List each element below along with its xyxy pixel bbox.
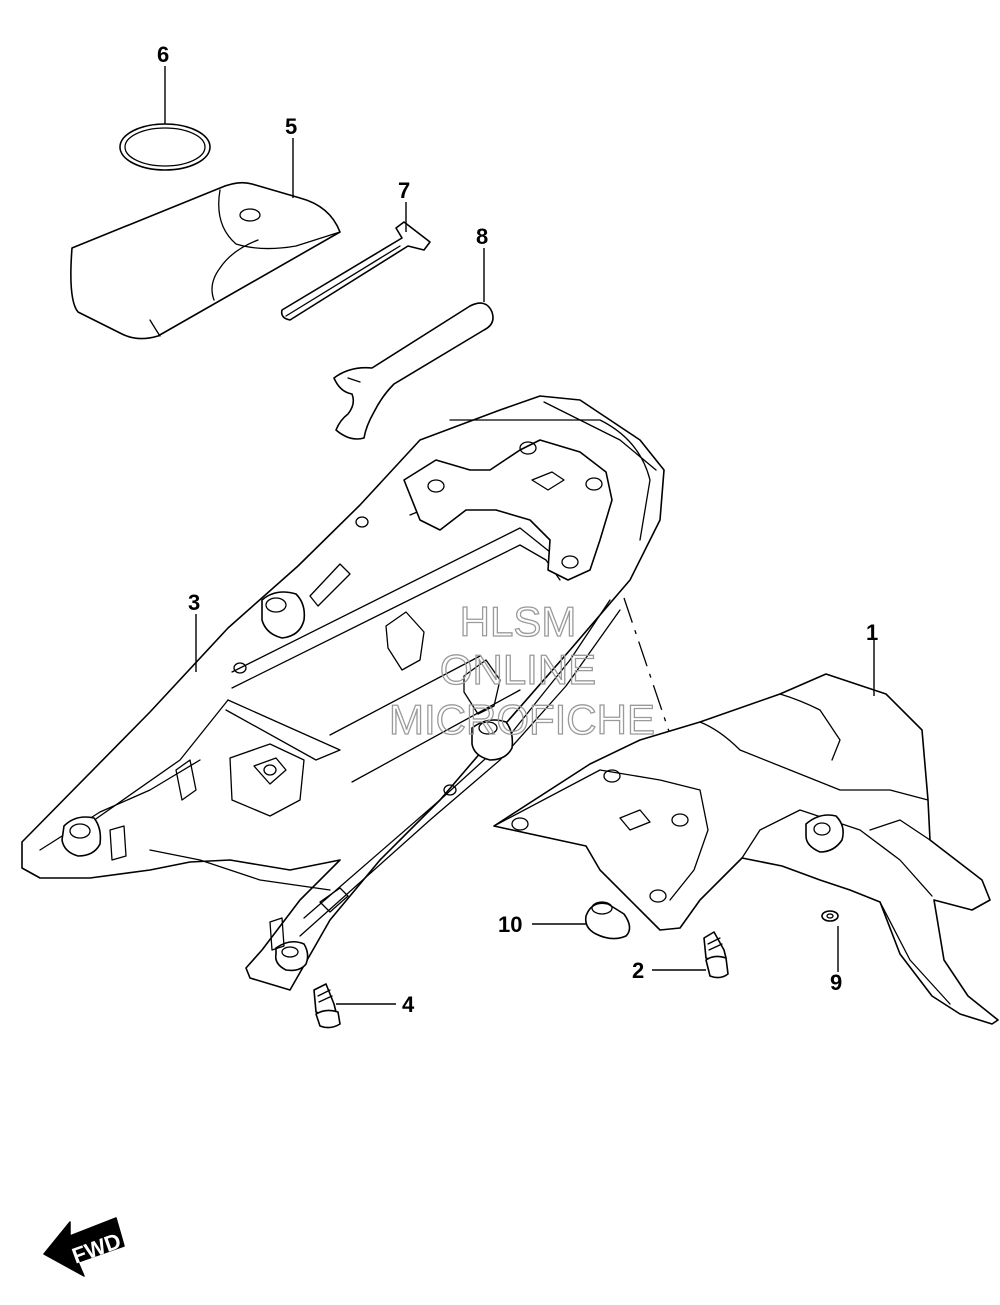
watermark-line-2: ONLINE xyxy=(440,646,596,693)
part-9-washer xyxy=(821,910,839,922)
callout-3: 3 xyxy=(188,590,200,615)
watermark: HLSM ONLINE MICROFICHE xyxy=(388,597,655,743)
part-2-bolt xyxy=(703,931,729,979)
part-6-o-ring xyxy=(119,123,211,171)
callout-6: 6 xyxy=(157,42,169,67)
part-10-clip xyxy=(584,901,631,940)
callouts: 6 5 7 8 3 1 10 2 9 4 xyxy=(157,42,878,1017)
part-8-spanner xyxy=(333,302,494,440)
watermark-line-1: HLSM xyxy=(460,598,577,645)
watermark-line-3: MICROFICHE xyxy=(389,696,655,743)
callout-8: 8 xyxy=(476,224,488,249)
part-1-rear-fender xyxy=(493,673,999,1025)
callout-5: 5 xyxy=(285,114,297,139)
leader-lines xyxy=(164,66,875,1005)
callout-10: 10 xyxy=(498,912,522,937)
callout-2: 2 xyxy=(632,958,644,983)
part-4-bolt xyxy=(313,983,341,1029)
part-3-seat-frame xyxy=(21,395,665,991)
callout-4: 4 xyxy=(402,992,415,1017)
part-5-tool-bag xyxy=(70,181,341,340)
callout-7: 7 xyxy=(398,178,410,203)
fwd-arrow-icon: FWD xyxy=(43,1217,125,1277)
part-7-hex-key xyxy=(280,221,431,321)
callout-9: 9 xyxy=(830,970,842,995)
callout-1: 1 xyxy=(866,620,878,645)
